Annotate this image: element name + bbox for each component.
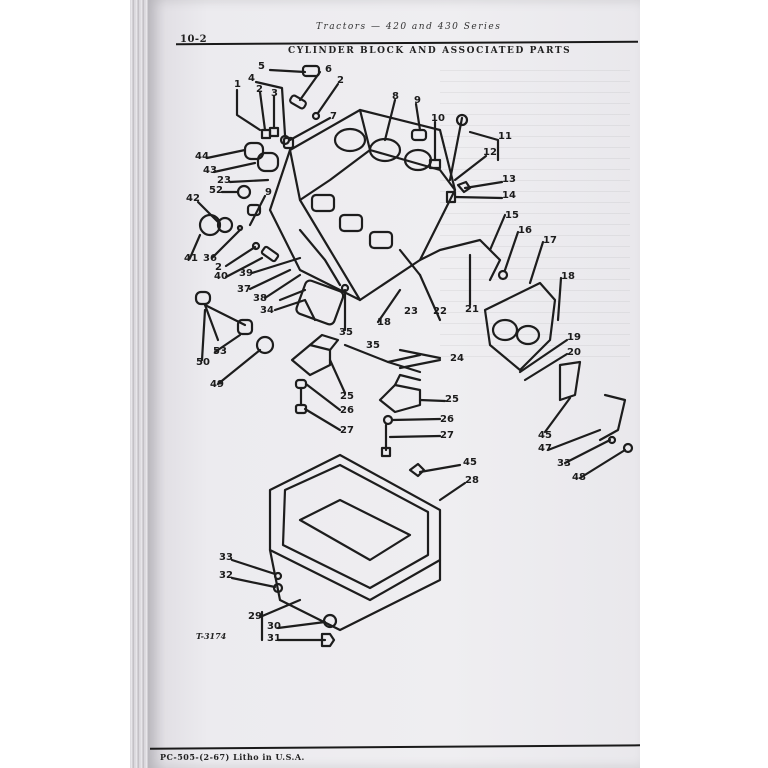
- callout-14: 14: [502, 190, 516, 201]
- callout-37: 37: [237, 284, 251, 295]
- callout-27: 27: [340, 425, 354, 436]
- callout-29: 29: [248, 611, 262, 622]
- callout-33: 33: [219, 552, 233, 563]
- callout-36: 36: [203, 253, 217, 264]
- callout-35: 35: [366, 340, 380, 351]
- studs-and-plugs: [235, 64, 504, 204]
- background-right: [640, 0, 768, 768]
- callout-9: 9: [265, 187, 272, 198]
- callout-2: 2: [256, 84, 263, 95]
- footer-imprint: PC-505-(2-67) Litho in U.S.A.: [160, 752, 305, 762]
- callout-33: 33: [557, 458, 571, 469]
- callout-43: 43: [203, 165, 217, 176]
- callout-41: 41: [184, 253, 198, 264]
- callout-50: 50: [196, 357, 210, 368]
- callout-40: 40: [214, 271, 228, 282]
- callout-18: 18: [561, 271, 575, 282]
- expansion-plugs: [188, 141, 350, 332]
- callout-25: 25: [340, 391, 354, 402]
- callout-44: 44: [195, 151, 209, 162]
- callout-2: 2: [215, 262, 222, 273]
- background-left: [0, 0, 130, 768]
- manual-page: [148, 0, 640, 768]
- callout-48: 48: [572, 472, 586, 483]
- callout-31: 31: [267, 633, 281, 644]
- side-cover: [546, 393, 634, 480]
- callout-45: 45: [463, 457, 477, 468]
- callout-42: 42: [186, 193, 200, 204]
- callout-30: 30: [267, 621, 281, 632]
- callout-38: 38: [253, 293, 267, 304]
- welch-plugs: [194, 290, 275, 386]
- callout-25: 25: [445, 394, 459, 405]
- callout-11: 11: [498, 131, 512, 142]
- callout-13: 13: [502, 174, 516, 185]
- callout-28: 28: [465, 475, 479, 486]
- series-title: Tractors — 420 and 430 Series: [316, 22, 502, 32]
- main-bearing-caps: [290, 333, 447, 458]
- callout-15: 15: [505, 210, 519, 221]
- callout-6: 6: [325, 64, 332, 75]
- callout-10: 10: [431, 113, 445, 124]
- cylinder-block: [268, 108, 457, 302]
- callout-2: 2: [337, 75, 344, 86]
- callout-16: 16: [518, 225, 532, 236]
- callout-39: 39: [239, 268, 253, 279]
- callout-21: 21: [465, 304, 479, 315]
- callout-52: 52: [209, 185, 223, 196]
- callout-45: 45: [538, 430, 552, 441]
- callout-22: 22: [433, 306, 447, 317]
- callout-3: 3: [271, 88, 278, 99]
- callout-4: 4: [248, 73, 255, 84]
- exploded-parts-diagram: [188, 64, 634, 648]
- page-number: 10-2: [180, 34, 208, 45]
- callout-34: 34: [260, 305, 274, 316]
- callout-9: 9: [414, 95, 421, 106]
- gear-cover-plate: [376, 213, 582, 434]
- callout-23: 23: [404, 306, 418, 317]
- callout-53: 53: [213, 346, 227, 357]
- callout-17: 17: [543, 235, 557, 246]
- callout-32: 32: [219, 570, 233, 581]
- callout-1: 1: [234, 79, 241, 90]
- callout-27: 27: [440, 430, 454, 441]
- callout-20: 20: [567, 347, 581, 358]
- callout-5: 5: [258, 61, 265, 72]
- callout-18: 18: [377, 317, 391, 328]
- callout-7: 7: [330, 111, 337, 122]
- callout-26: 26: [440, 414, 454, 425]
- callout-23: 23: [217, 175, 231, 186]
- callout-24: 24: [450, 353, 464, 364]
- bleed-through-text: [440, 60, 630, 360]
- callout-8: 8: [392, 91, 399, 102]
- figure-id: T-3174: [196, 631, 227, 641]
- callout-47: 47: [538, 443, 552, 454]
- callout-19: 19: [567, 332, 581, 343]
- page-title: CYLINDER BLOCK AND ASSOCIATED PARTS: [288, 46, 572, 56]
- callout-12: 12: [483, 147, 497, 158]
- oil-pan: [230, 453, 467, 648]
- callout-49: 49: [210, 379, 224, 390]
- callout-35: 35: [339, 327, 353, 338]
- callout-26: 26: [340, 405, 354, 416]
